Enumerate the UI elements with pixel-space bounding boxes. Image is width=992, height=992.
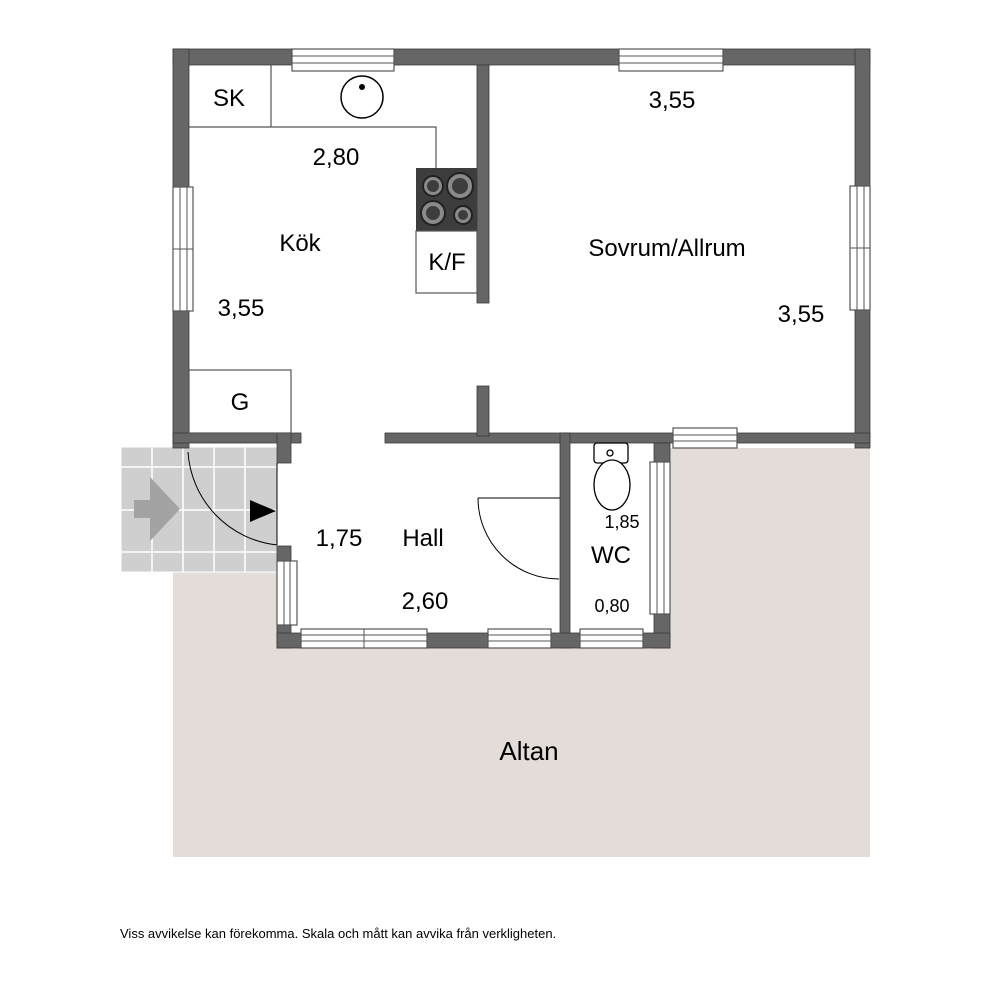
fridge-label: K/F bbox=[428, 249, 465, 276]
wc-width-label: 0,80 bbox=[594, 596, 629, 616]
entrance-arrow-icon bbox=[134, 477, 180, 541]
fridge-unit bbox=[415, 230, 478, 294]
entrance-marker-icon bbox=[250, 500, 276, 522]
wardrobe-label: G bbox=[231, 389, 250, 416]
window-right-bedroom bbox=[849, 185, 871, 311]
window-top-bedroom bbox=[618, 48, 724, 72]
deck-name-label: Altan bbox=[499, 736, 558, 766]
window-hall-bottom-small bbox=[487, 628, 552, 649]
hall-depth-label: 1,75 bbox=[316, 525, 363, 552]
windows bbox=[172, 48, 871, 649]
window-top-kitchen bbox=[291, 48, 395, 72]
window-wc-right bbox=[649, 461, 671, 615]
window-bedroom-bottom bbox=[672, 427, 738, 449]
stove-icon bbox=[416, 168, 477, 231]
kitchen-counter bbox=[189, 65, 437, 168]
kitchen-width-label: 2,80 bbox=[313, 144, 360, 171]
bedroom-name-label: Sovrum/Allrum bbox=[588, 235, 745, 262]
window-hall-bottom-large bbox=[300, 628, 428, 649]
deck-area bbox=[173, 448, 870, 857]
wc-door bbox=[477, 497, 560, 580]
closet-label: SK bbox=[213, 85, 245, 112]
disclaimer-text: Viss avvikelse kan förekomma. Skala och … bbox=[120, 926, 557, 941]
wc-name-label: WC bbox=[591, 542, 631, 569]
wc-depth-label: 1,85 bbox=[604, 512, 639, 532]
kitchen-depth-label: 3,55 bbox=[218, 295, 265, 322]
sink-icon bbox=[340, 75, 384, 119]
bedroom-depth-label: 3,55 bbox=[778, 301, 825, 328]
window-hall-left bbox=[276, 560, 298, 626]
kitchen-name-label: Kök bbox=[279, 230, 321, 257]
window-wc-bottom bbox=[579, 628, 644, 649]
toilet-icon bbox=[593, 442, 631, 511]
wardrobe-unit bbox=[188, 369, 292, 434]
window-left-kitchen bbox=[172, 186, 194, 312]
entrance-door bbox=[187, 451, 278, 546]
hall-name-label: Hall bbox=[402, 525, 443, 552]
interior-floor bbox=[189, 65, 855, 633]
bedroom-width-label: 3,55 bbox=[649, 87, 696, 114]
hall-width-label: 2,60 bbox=[402, 588, 449, 615]
